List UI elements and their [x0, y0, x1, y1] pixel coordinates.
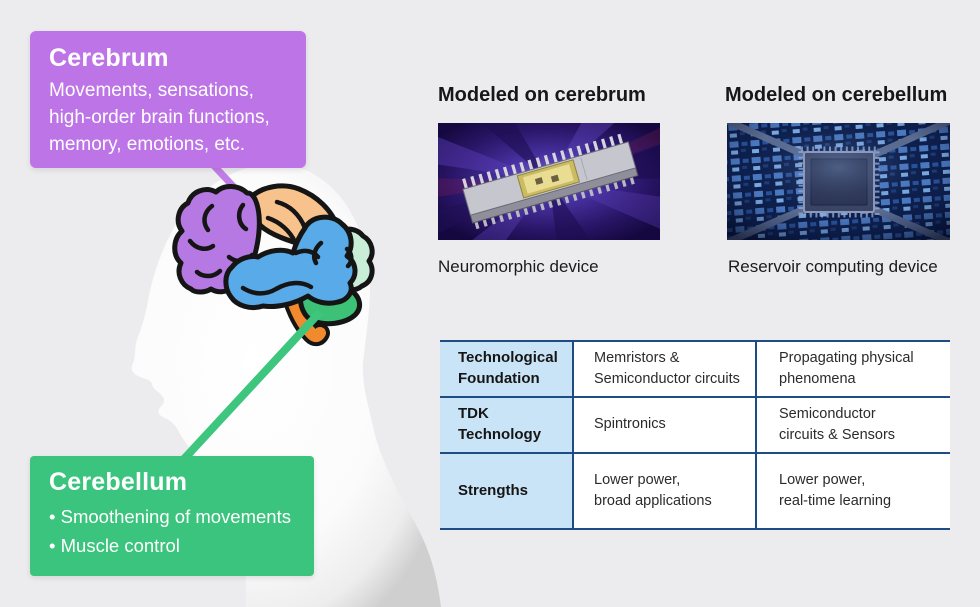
neuromorphic-device-caption: Neuromorphic device — [438, 257, 599, 276]
cerebellum-column-heading: Modeled on cerebellum — [725, 84, 948, 106]
frontal-gyrus-lines — [187, 202, 255, 279]
cerebrum-callout: Cerebrum Movements, sensations, high-ord… — [30, 31, 306, 168]
temporal-gyrus-lines — [240, 240, 354, 296]
parietal-gyrus-line — [265, 199, 308, 245]
brain-illustration — [172, 183, 375, 347]
cerebrum-callout-description: Movements, sensations, high-order brain … — [49, 80, 270, 155]
table-cell-strengths-cerebrum: Lower power, broad applications — [572, 454, 755, 528]
table-row-header-technological-foundation: Technological Foundation — [440, 342, 572, 398]
table-row-header-tdk-technology: TDK Technology — [440, 398, 572, 454]
cerebellum-bullet-1: • Smoothening of movements — [49, 506, 291, 527]
comparison-table: Technological Foundation Memristors & Se… — [440, 340, 950, 530]
reservoir-computing-device-image — [727, 123, 950, 240]
table-cell-tdk-cerebellum: Semiconductor circuits & Sensors — [755, 398, 950, 454]
table-cell-foundation-cerebellum: Propagating physical phenomena — [755, 342, 950, 398]
neuromorphic-device-image — [438, 123, 660, 240]
table-cell-strengths-cerebellum: Lower power, real-time learning — [755, 454, 950, 528]
cerebrum-column-heading: Modeled on cerebrum — [438, 84, 646, 106]
table-cell-foundation-cerebrum: Memristors & Semiconductor circuits — [572, 342, 755, 398]
table-cell-tdk-cerebrum: Spintronics — [572, 398, 755, 454]
cerebellum-callout: Cerebellum • Smoothening of movements • … — [30, 456, 314, 576]
reservoir-device-caption: Reservoir computing device — [728, 257, 938, 276]
cerebellum-connector-line — [181, 309, 323, 462]
brain-region-brainstem — [285, 289, 326, 343]
table-row-header-strengths: Strengths — [440, 454, 572, 528]
cerebellum-callout-title: Cerebellum — [49, 468, 188, 496]
cerebrum-callout-title: Cerebrum — [49, 44, 169, 72]
dip-chip — [462, 132, 639, 230]
cerebellum-bullet-2: • Muscle control — [49, 535, 180, 557]
